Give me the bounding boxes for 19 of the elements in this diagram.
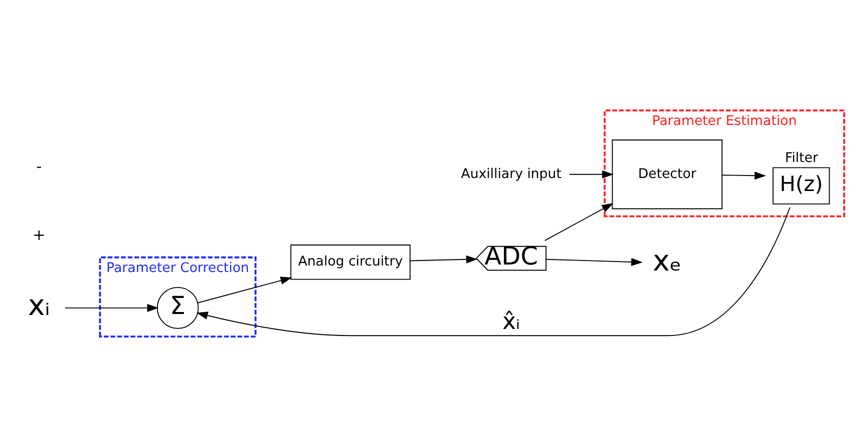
label: - xyxy=(36,157,42,176)
node-box: Analog circuitry xyxy=(290,244,411,280)
node-circle: Σ xyxy=(156,286,199,329)
node-text: xₑ xyxy=(652,243,682,278)
arrow xyxy=(196,206,790,336)
arrow xyxy=(722,172,766,180)
edge-label: x̂ᵢ xyxy=(502,309,520,336)
node-text: Auxilliary input xyxy=(460,166,562,182)
arrow xyxy=(410,255,478,264)
node-box: Detector xyxy=(612,140,723,210)
label: + xyxy=(32,226,46,244)
node-box: H(z) xyxy=(772,167,830,204)
arrow xyxy=(569,170,614,178)
arrow xyxy=(64,304,159,312)
arrow xyxy=(197,276,292,304)
arrow xyxy=(546,258,643,266)
arrow xyxy=(544,203,614,241)
node-text: xᵢ xyxy=(28,288,50,322)
node-label: Filter xyxy=(785,151,818,166)
